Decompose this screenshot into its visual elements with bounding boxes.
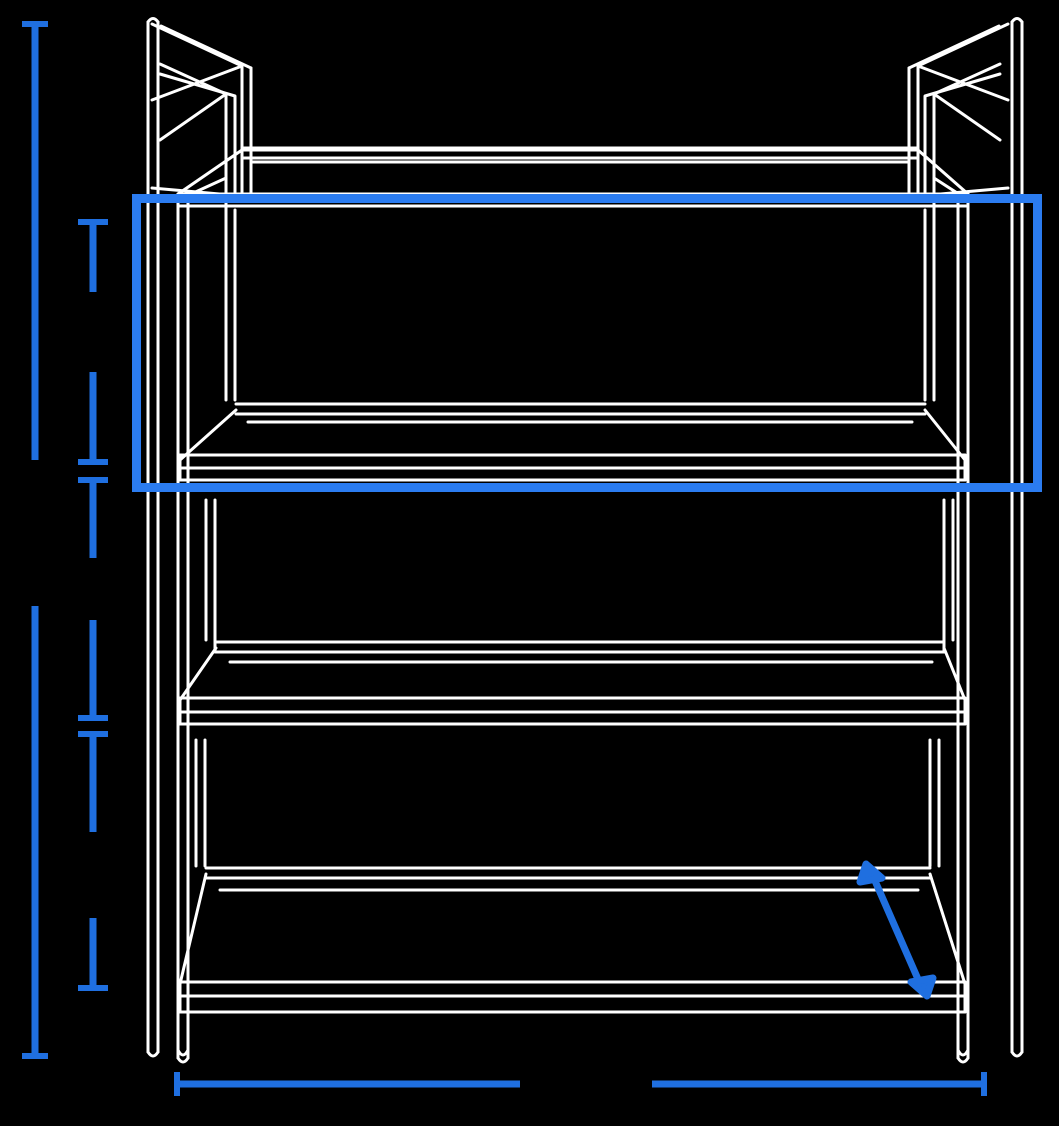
right-front-upright [956,198,970,1064]
shelf-frame-outline [146,17,1024,1064]
right-rear-upright [1010,17,1024,1058]
shelf-tier-2-highlighted [178,208,967,482]
top-back-rail [240,146,920,160]
selected-shelf-tier-highlight[interactable] [132,194,1042,492]
overall-width-dimension[interactable] [174,1072,987,1096]
shelf-tier-4-bottom [178,738,967,1014]
front-feet [176,1010,970,1057]
shelf-tier-3 [178,498,967,726]
overall-height-dimension[interactable] [22,21,48,1059]
tier-height-dimension[interactable] [78,219,108,991]
left-front-upright [176,198,190,1064]
left-rear-upright [146,17,160,1058]
shelf-tier-1-top [176,148,970,208]
depth-dimension-arrow[interactable] [856,860,937,1000]
